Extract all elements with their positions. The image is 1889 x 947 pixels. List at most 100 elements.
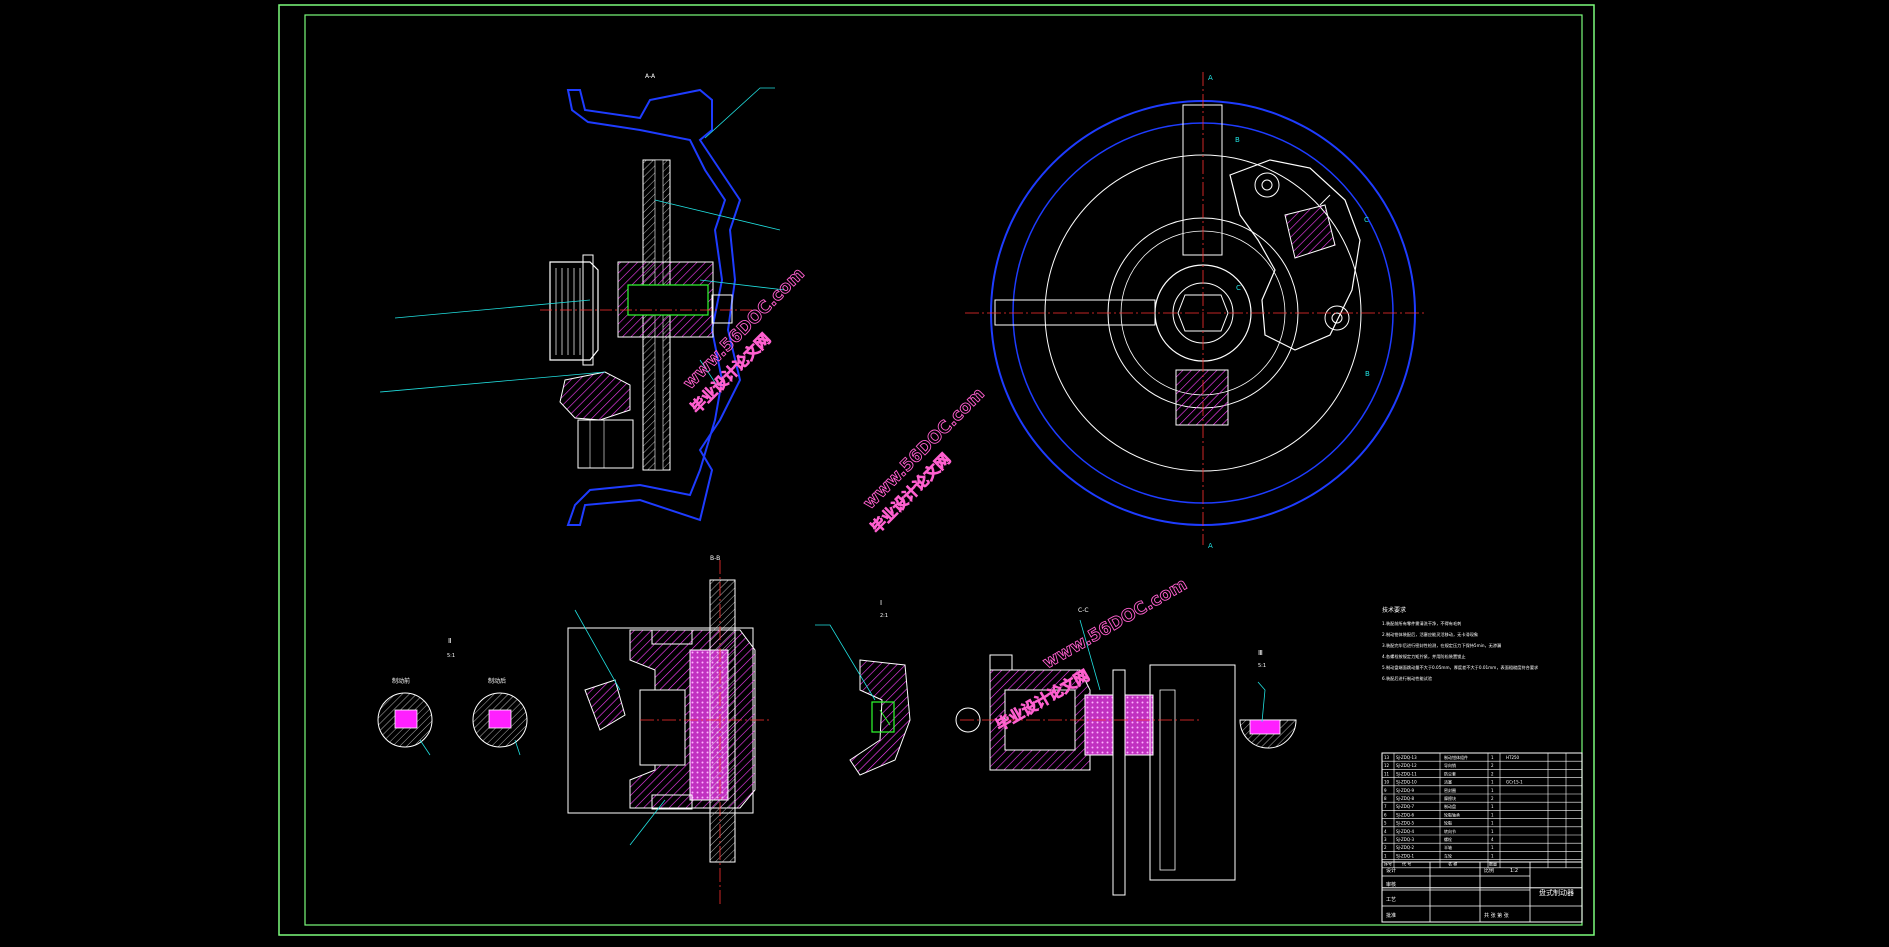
bom-header-name: 名 称 <box>1448 861 1457 867</box>
bom-cell-no: 6 <box>1384 812 1387 817</box>
bom-header-qty: 数量 <box>1489 861 1497 867</box>
bom-cell-name: 转向节 <box>1444 828 1456 834</box>
detail-2-scale: 5:1 <box>447 653 455 659</box>
bom-cell-code: SJ-ZDQ-6 <box>1396 812 1415 817</box>
section-view-cc: C-C <box>955 607 1236 896</box>
bom-cell-name: 车轮 <box>1444 852 1452 858</box>
bom-cell-name: 螺栓 <box>1444 836 1452 842</box>
bom-note: GCr15-1 <box>1506 780 1523 785</box>
inset-left-label: 制动前 <box>392 677 410 685</box>
bom-cell-no: 3 <box>1384 837 1387 842</box>
tech-req-line: 2.制动钳体装配后，活塞应能灵活移动，无卡滞现象 <box>1382 631 1478 638</box>
watermark-url: www.56DOC.com <box>1039 574 1190 673</box>
bom-cell-no: 9 <box>1384 788 1387 793</box>
detail-3-scale: 5:1 <box>1258 663 1266 669</box>
section-marker-a-bottom: A <box>1208 542 1213 550</box>
bom-cell-code: SJ-ZDQ-5 <box>1396 821 1415 826</box>
bom-cell-qty: 1 <box>1491 804 1494 809</box>
bom-cell-code: SJ-ZDQ-11 <box>1396 771 1417 776</box>
bom-cell-code: SJ-ZDQ-8 <box>1396 796 1415 801</box>
bom-cell-qty: 1 <box>1491 755 1494 760</box>
bom-cell-code: SJ-ZDQ-10 <box>1396 780 1417 785</box>
bom-cell-name: 轮毂轴承 <box>1444 811 1460 817</box>
bom-cell-qty: 4 <box>1491 837 1494 842</box>
bom-cell-qty: 2 <box>1491 796 1494 801</box>
tech-req-heading: 技术要求 <box>1382 606 1406 614</box>
detail-1-scale: 2:1 <box>880 613 888 619</box>
bom-cell-name: 密封圈 <box>1444 787 1456 793</box>
tech-req-line: 1.装配前所有零件需清洗干净，不得有毛刺 <box>1382 620 1461 627</box>
detail-3-label: Ⅲ <box>1258 649 1263 657</box>
bom-cell-qty: 1 <box>1491 812 1494 817</box>
bom-cell-no: 7 <box>1384 804 1387 809</box>
title-check-label: 审核 <box>1386 881 1396 888</box>
bom-cell-no: 5 <box>1384 821 1387 826</box>
bom-cell-no: 4 <box>1384 829 1387 834</box>
watermark-url: www.56DOC.com <box>859 384 988 513</box>
detail-1: Ⅰ 2:1 <box>815 599 911 776</box>
drawing-title: 盘式制动器 <box>1539 888 1574 897</box>
section-view-bb: B-B <box>567 555 770 905</box>
bom-cell-qty: 1 <box>1491 853 1494 858</box>
detail-1-label: Ⅰ <box>880 599 882 607</box>
inset-right-label: 制动后 <box>488 677 506 685</box>
tech-req-line: 6.装配后进行制动性能试验 <box>1382 675 1433 682</box>
section-marker-a-top: A <box>1208 74 1213 82</box>
bom-cell-no: 2 <box>1384 845 1387 850</box>
bom-header-code: 代 号 <box>1402 861 1411 867</box>
title-scale-label: 比例 <box>1484 867 1494 874</box>
bom-cell-name: 制动盘 <box>1444 803 1456 809</box>
title-design-label: 设计 <box>1386 867 1396 874</box>
title-scale-value: 1:2 <box>1510 868 1518 874</box>
section-marker-c-left: C <box>1236 284 1241 292</box>
section-marker-b-lower: B <box>1365 370 1370 378</box>
bom-cell-no: 10 <box>1384 780 1390 785</box>
title-sheet-label: 共 张 第 张 <box>1484 912 1509 919</box>
bom-cell-code: SJ-ZDQ-1 <box>1396 853 1415 858</box>
bom-cell-qty: 1 <box>1491 780 1494 785</box>
front-view: A A B B C C <box>965 72 1425 550</box>
bom-cell-name: 防尘套 <box>1444 770 1456 776</box>
title-process-label: 工艺 <box>1386 897 1396 903</box>
section-label-aa: A-A <box>645 73 656 80</box>
technical-requirements: 技术要求 1.装配前所有零件需清洗干净，不得有毛刺 2.制动钳体装配后，活塞应能… <box>1382 606 1539 682</box>
section-label-bb: B-B <box>710 555 720 562</box>
tech-req-line: 3.装配完毕后进行密封性检测，在规定压力下保持5min，无渗漏 <box>1382 642 1501 649</box>
tech-req-line: 5.制动盘端面跳动量不大于0.05mm，厚度差不大于0.01mm，表面粗糙度符合… <box>1382 664 1539 671</box>
bom-cell-name: 轮毂 <box>1444 820 1452 826</box>
bom-cell-code: SJ-ZDQ-9 <box>1396 788 1415 793</box>
bom-cell-no: 12 <box>1384 763 1390 768</box>
drawing-frame <box>278 4 1595 936</box>
bom-cell-name: 摩擦块 <box>1444 795 1456 801</box>
bom-cell-code: SJ-ZDQ-2 <box>1396 845 1415 850</box>
bom-cell-name: 半轴 <box>1444 844 1452 850</box>
bom-cell-code: SJ-ZDQ-3 <box>1396 837 1415 842</box>
section-marker-b-upper: B <box>1235 136 1240 144</box>
bom-cell-qty: 1 <box>1491 821 1494 826</box>
bom-cell-code: SJ-ZDQ-7 <box>1396 804 1415 809</box>
section-view-aa: A-A <box>379 73 786 526</box>
detail-insets: Ⅱ 5:1 制动前 制动后 <box>377 637 528 756</box>
bom-cell-name: 制动钳体组件 <box>1444 754 1468 760</box>
title-approve-label: 批准 <box>1386 912 1396 919</box>
section-marker-c-side: C <box>1364 216 1369 224</box>
bom-cell-qty: 1 <box>1491 829 1494 834</box>
bom-cell-no: 8 <box>1384 796 1387 801</box>
bom-cell-qty: 1 <box>1491 788 1494 793</box>
bom-cell-qty: 2 <box>1491 771 1494 776</box>
title-block: 设计 审核 工艺 批准 比例 1:2 共 张 第 张 盘式制动器 <box>1381 861 1583 923</box>
bom-header-no: 序号 <box>1384 861 1392 867</box>
bom-cell-no: 11 <box>1384 771 1390 776</box>
section-label-cc: C-C <box>1078 607 1089 614</box>
detail-2-label: Ⅱ <box>448 637 451 645</box>
bom-cell-no: 13 <box>1384 755 1390 760</box>
bom-cell-name: 活塞 <box>1444 779 1452 785</box>
bom-cell-code: SJ-ZDQ-13 <box>1396 755 1417 760</box>
bom-cell-qty: 1 <box>1491 845 1494 850</box>
bom-cell-name: 导向销 <box>1444 762 1456 768</box>
detail-3: Ⅲ 5:1 <box>1239 649 1297 749</box>
bom-cell-code: SJ-ZDQ-4 <box>1396 829 1415 834</box>
watermark-2: www.56DOC.com 毕业设计论文网 <box>859 384 989 538</box>
